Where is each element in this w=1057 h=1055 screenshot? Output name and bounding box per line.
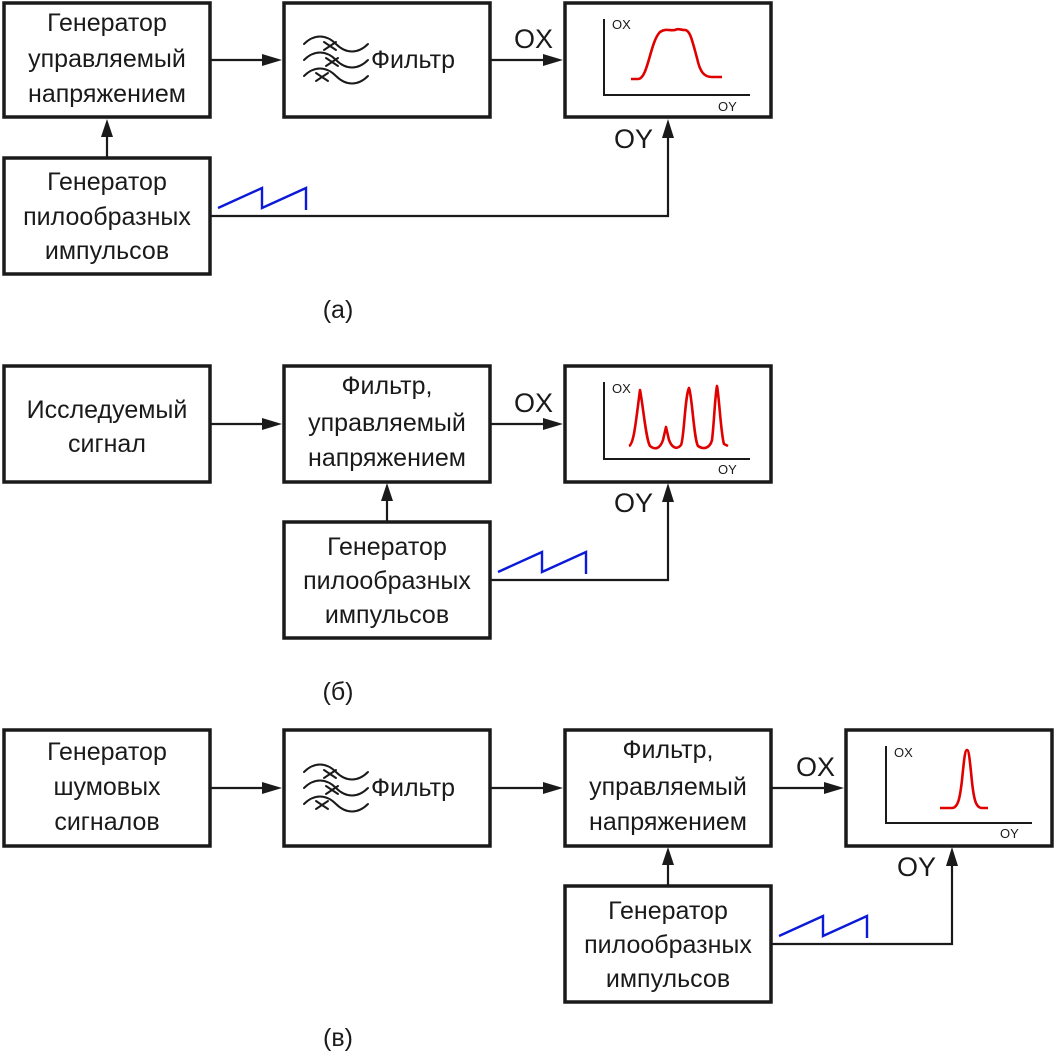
scope-axis-x-label: OX [612,381,631,396]
port-oy-label: OY [614,124,653,154]
scope-trace [628,384,729,450]
sawtooth-waveform-icon [497,550,588,574]
vcf-block: Фильтр, управляемый напряжением [282,364,492,484]
noise-line-1: Генератор [47,738,167,766]
diagram-a: Генератор управляемый напряжением Фильтр… [2,1,773,324]
scope-axis-y-label: OY [1000,826,1019,841]
filter-block: Фильтр [282,728,492,848]
filter-label: Фильтр [371,774,455,802]
vcf-line-1: Фильтр, [342,372,433,400]
oscilloscope-screen-icon: OX OY [885,745,1032,841]
sawtooth-block: Генератор пилообразных импульсов [2,156,212,276]
sawtooth-line-3: импульсов [325,601,449,629]
sawtooth-line-1: Генератор [327,533,447,561]
sawtooth-line-1: Генератор [47,168,167,196]
scope-axis-y-label: OY [718,99,737,114]
sawtooth-line-3: импульсов [606,965,730,993]
oscilloscope-screen-icon: OX OY [603,381,750,477]
diagram-c: Генератор шумовых сигналов Фильтр Фильтр… [2,728,1054,1052]
vcf-line-1: Фильтр, [623,736,714,764]
scope-axis-y-label: OY [718,462,737,477]
signal-line-2: сигнал [68,430,146,458]
sawtooth-line-2: пилообразных [23,203,191,231]
vco-line-3: напряжением [28,80,186,108]
vco-line-2: управляемый [28,45,186,73]
scope-trace [940,748,988,810]
port-ox-label: OX [514,388,553,418]
vco-block: Генератор управляемый напряжением [2,1,212,119]
sawtooth-line-3: импульсов [45,237,169,265]
sawtooth-line-2: пилообразных [584,931,752,959]
scope-axis-x-label: OX [894,745,913,760]
vcf-block: Фильтр, управляемый напряжением [563,728,773,848]
sawtooth-line-2: пилообразных [303,567,471,595]
caption-a: (a) [323,296,354,324]
caption-b: (б) [323,678,354,706]
scope-block: OX OY [844,728,1054,848]
oscilloscope-screen-icon: OX OY [603,17,750,114]
port-ox-label: OX [796,752,835,782]
sawtooth-block: Генератор пилообразных импульсов [282,520,492,640]
scope-block: OX OY [563,1,773,119]
caption-c: (в) [323,1024,353,1052]
vcf-line-2: управляемый [589,773,747,801]
signal-line-1: Исследуемый [27,396,188,424]
scope-trace [631,27,722,81]
port-ox-label: OX [514,24,553,54]
sawtooth-block: Генератор пилообразных импульсов [563,884,773,1004]
sawtooth-waveform-icon [778,914,869,938]
noise-line-3: сигналов [54,808,159,836]
scope-block: OX OY [563,364,773,484]
sawtooth-waveform-icon [217,186,308,210]
sawtooth-line-1: Генератор [608,897,728,925]
scope-axis-x-label: OX [612,17,631,32]
noise-line-2: шумовых [53,773,161,801]
vcf-line-3: напряжением [308,444,466,472]
vcf-line-3: напряжением [589,808,747,836]
vcf-line-2: управляемый [308,409,466,437]
vco-line-1: Генератор [47,9,167,37]
diagram-b: Исследуемый сигнал Фильтр, управляемый н… [2,364,773,706]
port-oy-label: OY [897,852,936,882]
port-oy-label: OY [614,488,653,518]
signal-block: Исследуемый сигнал [2,364,212,484]
filter-label: Фильтр [371,46,455,74]
filter-block: Фильтр [282,1,492,119]
noise-block: Генератор шумовых сигналов [2,728,212,848]
